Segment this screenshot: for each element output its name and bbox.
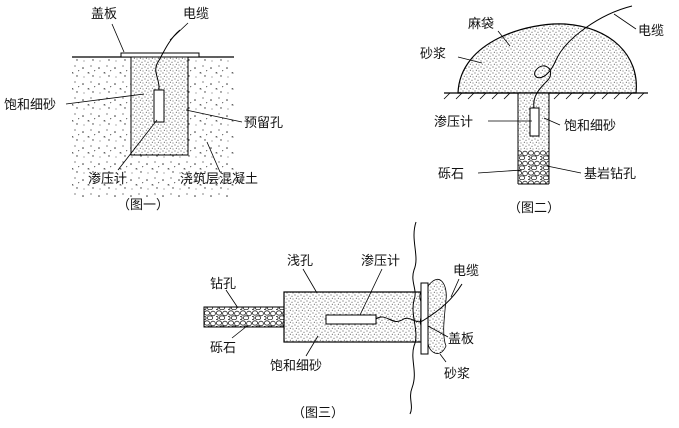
- fig3-label-shallow: 浅孔: [287, 254, 313, 269]
- fig1-label-sand: 饱和细砂: [4, 98, 56, 113]
- fig1-label-cover: 盖板: [91, 7, 117, 22]
- fig1-leader-concrete: [206, 141, 221, 173]
- fig2-leader-sack: [497, 30, 511, 47]
- fig1-leader-hole: [185, 109, 243, 123]
- fig1-label-cable: 电缆: [183, 6, 209, 22]
- fig1-leader-piezo: [117, 119, 158, 171]
- fig2-leader-cable: [613, 13, 637, 30]
- fig2-label-sand: 饱和细砂: [564, 119, 616, 134]
- fig3-leader-cable: [450, 278, 460, 298]
- fig1-cable: [155, 29, 181, 91]
- fig3-leader-drill: [225, 289, 239, 309]
- fig2-leader-mortar: [457, 56, 483, 64]
- fig1-label-hole: 预留孔: [244, 116, 283, 131]
- fig3-cover-plate: [420, 282, 429, 355]
- fig1-caption: （图一）: [117, 198, 169, 213]
- fig2-gravel-bottom: [518, 150, 549, 184]
- fig3-piezometer: [325, 314, 377, 325]
- fig3-label-drill: 钻孔: [210, 277, 236, 292]
- fig2-rock-hatch: [443, 92, 645, 100]
- fig2-caption: （图二）: [508, 201, 560, 216]
- fig1-piezometer: [153, 89, 165, 123]
- fig1-cover-plate: [120, 52, 200, 58]
- fig3-leader-piezo: [359, 268, 383, 316]
- figure-3: 浅孔 渗压计 电缆 钻孔 盖板 砾石 饱和细砂 砂浆 （图三）: [203, 221, 479, 421]
- fig2-label-gravel: 砾石: [438, 167, 464, 182]
- fig3-label-cable: 电缆: [453, 263, 479, 279]
- fig2-leader-bedrock: [546, 165, 582, 174]
- fig2-label-sack: 麻袋: [468, 17, 494, 32]
- fig3-caption: （图三）: [292, 406, 344, 421]
- fig1-label-piezo: 渗压计: [88, 172, 127, 187]
- fig2-label-cable: 电缆: [638, 23, 664, 39]
- fig3-label-mortar: 砂浆: [444, 367, 470, 382]
- fig3-rock-face: [409, 221, 417, 415]
- fig2-label-piezo: 渗压计: [434, 115, 473, 130]
- fig2-cable: [533, 5, 633, 109]
- fig2-label-bedrock: 基岩钻孔: [584, 167, 636, 182]
- figure-2: 麻袋 电缆 砂浆 渗压计 饱和细砂 砾石 基岩钻孔 （图二）: [420, 5, 664, 216]
- fig3-drill-hole-gravel: [203, 306, 285, 328]
- fig3-leader-shallow: [302, 268, 318, 294]
- fig2-label-mortar: 砂浆: [420, 47, 446, 62]
- fig3-label-piezo: 渗压计: [361, 254, 400, 269]
- fig1-leader-cover: [111, 23, 125, 53]
- fig3-mortar-right: [427, 279, 447, 354]
- fig3-leader-mortar: [439, 353, 447, 363]
- fig3-label-sand: 饱和细砂: [270, 359, 322, 374]
- figure-1: 盖板 电缆 饱和细砂 预留孔 渗压计 浇筑层混凝土 （图一）: [4, 6, 283, 213]
- fig3-leader-cover: [427, 325, 449, 338]
- fig2-leader-sand: [543, 117, 561, 126]
- fig2-piezometer: [529, 107, 540, 137]
- fig3-leader-sand: [305, 335, 319, 357]
- fig3-cable: [375, 283, 463, 323]
- fig3-leader-gravel: [231, 325, 248, 339]
- fig1-label-concrete: 浇筑层混凝土: [180, 171, 258, 187]
- fig1-leader-cable: [169, 22, 189, 41]
- fig2-mortar-dome: [457, 23, 637, 94]
- fig3-label-gravel: 砾石: [210, 341, 236, 356]
- fig1-leader-sand: [65, 93, 145, 105]
- fig2-leader-gravel: [477, 169, 523, 174]
- fig3-label-cover: 盖板: [448, 332, 474, 347]
